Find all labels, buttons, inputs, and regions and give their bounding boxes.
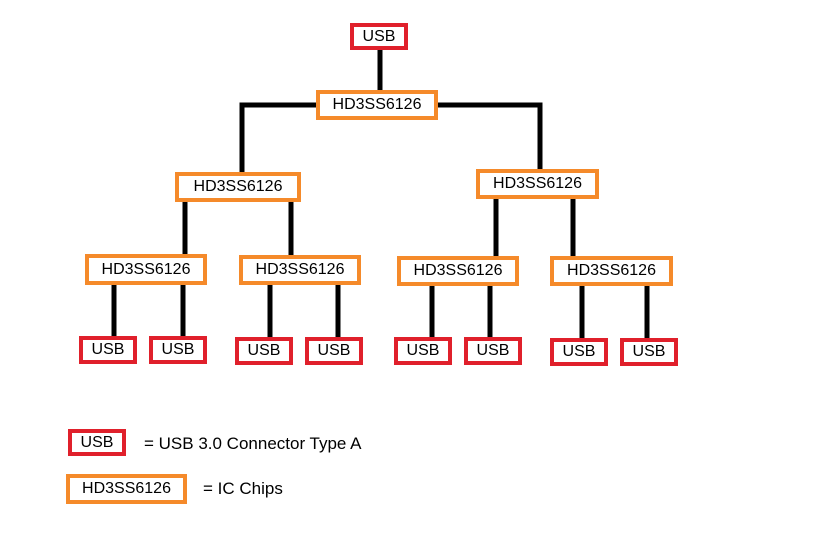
mid-right-ic-box: HD3SS6126 (476, 169, 599, 199)
usb-port-box: USB (550, 338, 608, 366)
usb-port-box: USB (305, 337, 363, 365)
usb-port-box: USB (464, 337, 522, 365)
legend-usb-swatch: USB (68, 429, 126, 456)
leaf-ic-box: HD3SS6126 (85, 254, 207, 285)
wire-hub-mid-left (239, 102, 321, 176)
hub-ic-box: HD3SS6126 (316, 90, 438, 120)
usb-port-box: USB (149, 336, 207, 364)
usb-port-box: USB (79, 336, 137, 364)
legend-usb-description: = USB 3.0 Connector Type A (144, 434, 362, 453)
legend-ic-description: = IC Chips (203, 479, 283, 498)
root-usb-box: USB (350, 23, 408, 50)
leaf-ic-box: HD3SS6126 (397, 256, 519, 286)
leaf-ic-box: HD3SS6126 (239, 255, 361, 285)
usb-port-box: USB (620, 338, 678, 366)
legend-ic-swatch: HD3SS6126 (66, 474, 187, 504)
usb-port-box: USB (394, 337, 452, 365)
usb-port-box: USB (235, 337, 293, 365)
wire-hub-mid-right (435, 102, 543, 173)
leaf-ic-box: HD3SS6126 (550, 256, 673, 286)
mid-left-ic-box: HD3SS6126 (175, 172, 301, 202)
